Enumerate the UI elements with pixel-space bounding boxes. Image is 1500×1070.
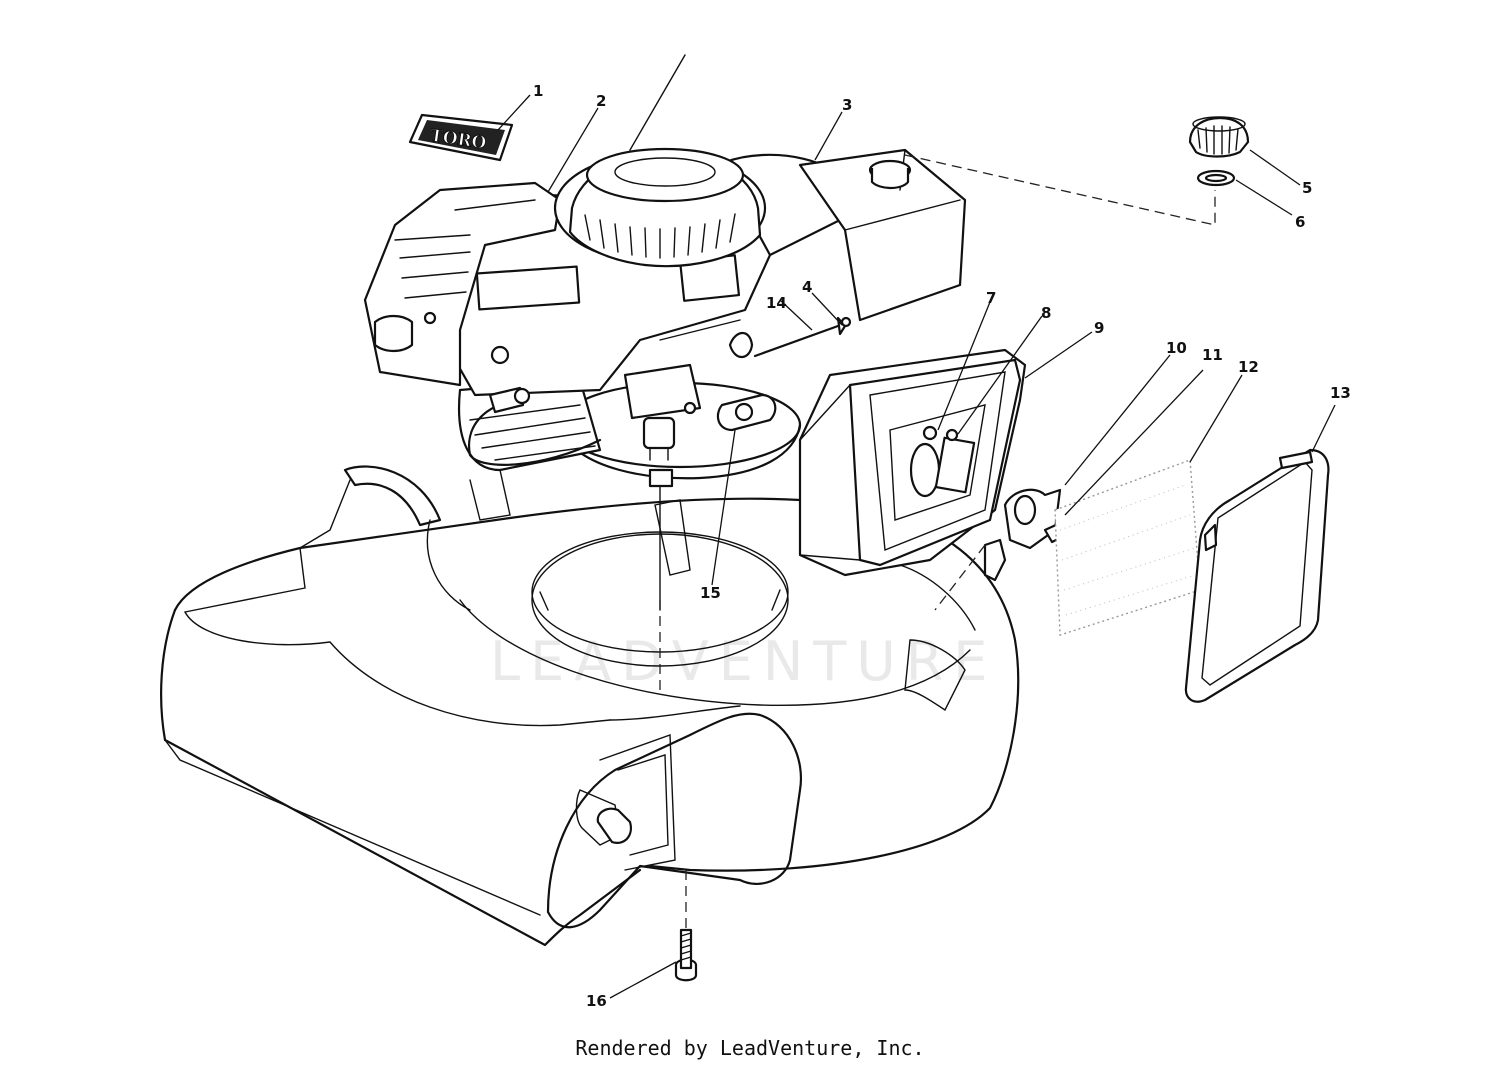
watermark-text: LEADVENTURE: [490, 630, 997, 693]
callout-11: 11: [1202, 346, 1223, 364]
callout-12: 12: [1238, 358, 1259, 376]
fuel-spring: [753, 316, 852, 358]
callout-9: 9: [1094, 319, 1104, 337]
fuel-cap: [1188, 116, 1250, 187]
callout-5: 5: [1302, 179, 1312, 197]
callout-2: 2: [596, 92, 606, 110]
callout-numbers: 1 2 3 4 5 6 7 8 9 10 11 12 13 14 15 16: [533, 82, 1351, 1010]
callout-13: 13: [1330, 384, 1351, 402]
callout-3: 3: [842, 96, 852, 114]
callout-7: 7: [986, 289, 996, 307]
callout-6: 6: [1295, 213, 1305, 231]
toro-decal: TORO: [408, 113, 514, 162]
engine-assembly: [363, 54, 967, 611]
leader-lines: [497, 94, 1336, 999]
callout-15: 15: [700, 584, 721, 602]
callout-10: 10: [1166, 339, 1187, 357]
height-adjuster-front: [546, 712, 802, 929]
bolt: [674, 928, 698, 982]
air-cleaner-cover: [1184, 448, 1330, 703]
callout-8: 8: [1041, 304, 1051, 322]
assembly-lines: [659, 154, 1216, 930]
callout-14: 14: [766, 294, 787, 312]
callout-16: 16: [586, 992, 607, 1010]
footer-credit: Rendered by LeadVenture, Inc.: [575, 1036, 925, 1060]
air-filter-element: [1054, 459, 1201, 636]
callout-1: 1: [533, 82, 543, 100]
callout-4: 4: [802, 278, 812, 296]
air-cleaner-body: [798, 348, 1066, 582]
